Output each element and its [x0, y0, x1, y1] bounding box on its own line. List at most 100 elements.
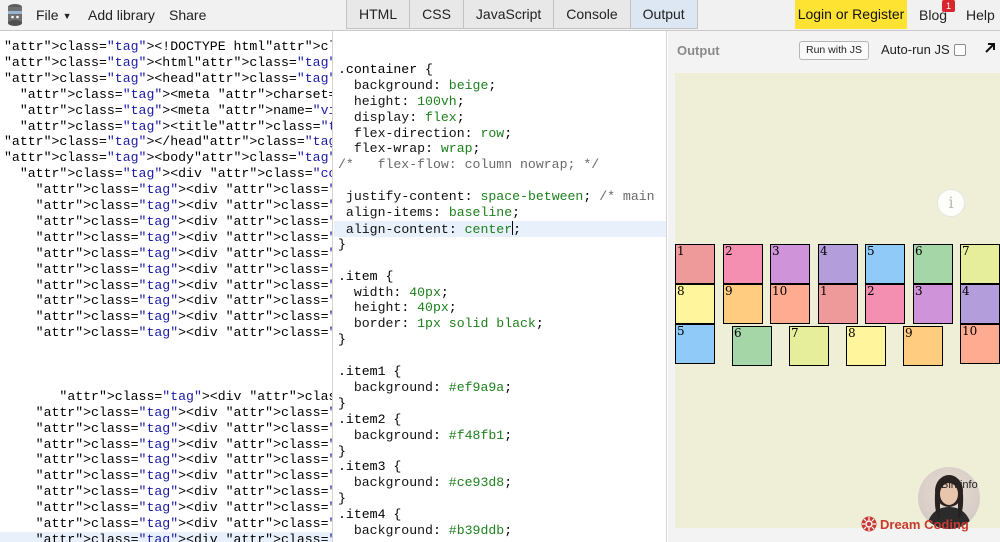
css-code-line: .item2 { [338, 411, 402, 427]
flex-item: 10 [960, 324, 1000, 364]
flex-item: 10 [770, 284, 810, 324]
notification-badge: 1 [942, 0, 955, 12]
tab-html[interactable]: HTML [347, 0, 411, 28]
flex-item: 1 [675, 244, 715, 284]
html-code-line: "attr">class="tag"><div "attr">class="it… [35, 229, 332, 245]
jsbin-logo-icon[interactable] [5, 3, 25, 27]
css-code-line: flex-direction: row; [353, 125, 513, 141]
flex-item: 3 [913, 284, 953, 324]
panel-tabs: HTML CSS JavaScript Console Output [346, 0, 698, 29]
flex-item-label: 4 [962, 284, 970, 298]
html-code-line: "attr">class="tag"><div "attr">class="it… [35, 277, 332, 293]
blog-link[interactable]: Blog [919, 7, 948, 23]
flex-item-label: 10 [772, 284, 788, 298]
brand-logo-icon [861, 516, 877, 532]
css-editor[interactable]: .container { background: beige; height: … [334, 31, 667, 542]
css-code-line: background: beige; [353, 77, 497, 93]
css-code-line: .item1 { [338, 364, 402, 379]
help-link[interactable]: Help [966, 7, 995, 23]
html-code-line: "attr">class="tag"><div "attr">class="it… [0, 531, 332, 542]
flex-item: 9 [903, 326, 943, 366]
file-menu[interactable]: File▼ [36, 7, 71, 24]
css-code-line: background: #ef9a9a; [353, 379, 513, 395]
html-code-line: "attr">class="tag"><div "attr">class="it… [35, 436, 332, 452]
flex-item-label: 8 [848, 326, 856, 340]
html-code-line: "attr">class="tag"><meta "attr">charset=… [19, 86, 333, 102]
presenter-avatar [918, 467, 980, 529]
tab-console[interactable]: Console [554, 0, 631, 28]
html-code-line: "attr">class="tag"><div "attr">class="it… [35, 198, 332, 213]
html-code-line: "attr">class="tag"><body"attr">class="ta… [4, 150, 333, 166]
run-with-js-button[interactable]: Run with JS [799, 41, 869, 60]
flex-item-label: 9 [905, 326, 913, 340]
flex-item-label: 3 [772, 244, 780, 258]
flex-item-label: 4 [820, 244, 828, 258]
css-code-line: } [338, 491, 346, 507]
css-code-line: } [338, 443, 346, 459]
flex-item: 4 [818, 244, 858, 284]
tab-output[interactable]: Output [630, 0, 697, 28]
flex-item-label: 5 [867, 244, 875, 258]
flex-item-label: 1 [677, 244, 685, 258]
output-label: Output [677, 43, 720, 58]
html-code-line: "attr">class="tag"><div "attr">class="it… [35, 404, 332, 420]
html-editor[interactable]: "attr">class="tag"><!DOCTYPE html"attr">… [0, 31, 333, 542]
flex-item-label: 6 [915, 244, 923, 258]
css-code-line: } [338, 332, 346, 348]
login-register-button[interactable]: Login or Register [795, 0, 907, 29]
flex-item: 9 [723, 284, 763, 324]
info-icon[interactable]: i [937, 189, 965, 217]
flex-item-label: 2 [725, 244, 733, 258]
bin-info-text: Bin info [941, 479, 978, 491]
flex-item: 8 [846, 326, 886, 366]
html-code-line: "attr">class="tag"><div "attr">class="it… [35, 261, 332, 277]
html-code-line: "attr">class="tag"></head"attr">class="t… [4, 134, 332, 150]
html-code-line: "attr">class="tag"><!DOCTYPE html"attr">… [4, 39, 332, 54]
css-code-line: justify-content: space-between; /* main [345, 189, 655, 205]
html-code-line: "attr">class="tag"><div "attr">class="it… [35, 500, 332, 516]
flex-item-label: 5 [677, 324, 685, 338]
css-code-line: .item4 { [338, 507, 402, 523]
flex-item-label: 8 [677, 284, 685, 298]
html-code-line: "attr">class="tag"><div "attr">class="co… [19, 166, 332, 182]
add-library-menu[interactable]: Add library [88, 7, 155, 23]
html-code-line: "attr">class="tag"><html"attr">class="ta… [4, 54, 333, 70]
presenter-image [926, 475, 972, 529]
flex-item-label: 1 [820, 284, 828, 298]
html-code-line: "attr">class="tag"><div "attr">class="it… [59, 388, 332, 404]
html-code-line: "attr">class="tag"><div "attr">class="it… [35, 245, 332, 261]
flex-item: 5 [865, 244, 905, 284]
css-code-line: .container { [338, 61, 433, 77]
share-menu[interactable]: Share [169, 7, 207, 23]
css-code-line: height: 100vh; [353, 93, 465, 109]
css-code-line: .item3 { [338, 459, 402, 475]
flex-item: 6 [732, 326, 772, 366]
css-code-line: background: #ce93d8; [353, 475, 513, 491]
flex-item-label: 6 [734, 326, 742, 340]
html-code-line: "attr">class="tag"><div "attr">class="it… [35, 516, 332, 531]
html-code-line: "attr">class="tag"><div "attr">class="it… [35, 452, 332, 468]
css-code-line: display: flex; [353, 109, 465, 125]
popout-arrow-icon[interactable] [983, 41, 997, 55]
flex-item: 1 [818, 284, 858, 324]
html-code-line: "attr">class="tag"><div "attr">class="it… [35, 309, 332, 325]
flex-item-label: 7 [791, 326, 799, 340]
html-code-line: "attr">class="tag"><head"attr">class="ta… [4, 70, 333, 86]
autorun-checkbox[interactable] [954, 44, 966, 56]
flex-item: 3 [770, 244, 810, 284]
css-code-line: background: #f48fb1; [353, 427, 513, 443]
flex-item-label: 7 [962, 244, 970, 258]
text-cursor [512, 220, 514, 235]
css-code-line: flex-wrap: wrap; [353, 141, 481, 157]
flex-item: 7 [960, 244, 1000, 284]
brand-name: Dream Coding [880, 517, 969, 532]
css-code-line: background: #b39ddb; [353, 523, 513, 538]
flex-item: 2 [865, 284, 905, 324]
tab-javascript[interactable]: JavaScript [464, 0, 555, 28]
top-bar: File▼ Add library Share HTML CSS JavaScr… [0, 0, 1000, 31]
html-code-line: "attr">class="tag"><div "attr">class="it… [35, 182, 332, 198]
tab-css[interactable]: CSS [410, 0, 464, 28]
css-code-line: align-content: center; [334, 220, 666, 237]
html-code-line: "attr">class="tag"><div "attr">class="it… [35, 484, 332, 500]
html-code-line: "attr">class="tag"><div "attr">class="it… [35, 468, 332, 484]
